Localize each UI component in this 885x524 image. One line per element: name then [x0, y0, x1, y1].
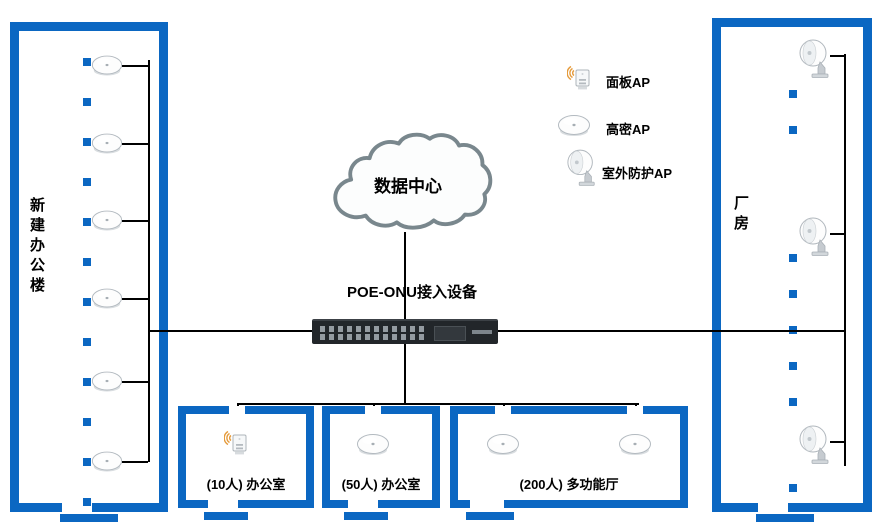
ap-link-line [122, 381, 148, 383]
outdoor-ap-icon [798, 216, 832, 258]
legend-label-outdoor-ap: 室外防护AP [602, 166, 673, 181]
ceiling-ap-icon [90, 450, 124, 474]
ceiling-ap-icon [90, 370, 124, 394]
room1-cable-gap [229, 406, 245, 414]
ceiling-ap-icon [355, 433, 391, 457]
room2-label: (50人) 办公室 [341, 477, 421, 492]
left-building-entrance-step [60, 514, 118, 522]
room3-cable-gap-1 [495, 406, 511, 414]
link-cloud-to-switch [404, 232, 406, 319]
room-hall-200 [450, 406, 688, 508]
ap-link-line [830, 55, 846, 57]
switch-led-bar [472, 330, 492, 334]
poe-onu-switch [312, 319, 498, 344]
data-center-label: 数据中心 [374, 177, 442, 196]
room-office-10 [178, 406, 314, 508]
panel-ap-icon [224, 429, 250, 457]
room2-cable-gap [365, 406, 381, 414]
ap-link-line [122, 461, 148, 463]
room3-cable-gap-2 [627, 406, 643, 414]
ceiling-ap-icon [485, 433, 521, 457]
room1-door-gap [208, 500, 238, 508]
legend-label-high-density-ap: 高密AP [606, 122, 651, 137]
link-left-building-to-switch [150, 330, 312, 332]
link-switch-to-rooms [404, 344, 406, 404]
ceiling-ap-icon [617, 433, 653, 457]
right-wall-port-markers [789, 90, 797, 134]
link-switch-to-right-building [498, 330, 846, 332]
outdoor-ap-icon [566, 148, 598, 188]
room-office-50 [322, 406, 440, 508]
ap-link-line [830, 233, 846, 235]
switch-ports-row [320, 334, 424, 340]
left-building-label: 新建办公楼 [28, 197, 45, 297]
room1-label: (10人) 办公室 [206, 477, 286, 492]
ap-link-line [122, 65, 148, 67]
switch-ports-row [320, 326, 424, 332]
right-building-label: 厂房 [732, 195, 749, 235]
rooms-distribution-line [237, 403, 639, 405]
access-device-label: POE-ONU接入设备 [346, 284, 477, 301]
right-wall-port-markers [789, 484, 797, 492]
ceiling-ap-icon [90, 287, 124, 311]
panel-ap-icon [567, 64, 593, 92]
room3-entrance-step [466, 512, 514, 520]
data-center-cloud [333, 132, 493, 230]
ap-link-line [122, 220, 148, 222]
ceiling-ap-icon [90, 54, 124, 78]
ceiling-ap-icon [556, 114, 592, 138]
switch-uplink-module [434, 326, 466, 341]
left-wall-port-markers [83, 58, 91, 506]
left-building-door-gap [62, 503, 92, 512]
outdoor-ap-icon [798, 424, 832, 466]
right-building-trunk-line [844, 54, 846, 466]
left-building-trunk-line [148, 60, 150, 462]
room2-door-gap [348, 500, 378, 508]
room1-entrance-step [204, 512, 248, 520]
ap-link-line [830, 441, 846, 443]
ceiling-ap-icon [90, 132, 124, 156]
right-building-entrance-step [756, 514, 814, 522]
right-building-door-gap [758, 503, 788, 512]
legend-label-panel-ap: 面板AP [606, 75, 651, 90]
room3-door-gap [470, 500, 504, 508]
outdoor-ap-icon [798, 38, 832, 80]
ceiling-ap-icon [90, 209, 124, 233]
room2-entrance-step [344, 512, 388, 520]
ap-link-line [122, 143, 148, 145]
ap-link-line [122, 298, 148, 300]
room3-label: (200人) 多功能厅 [519, 477, 619, 492]
